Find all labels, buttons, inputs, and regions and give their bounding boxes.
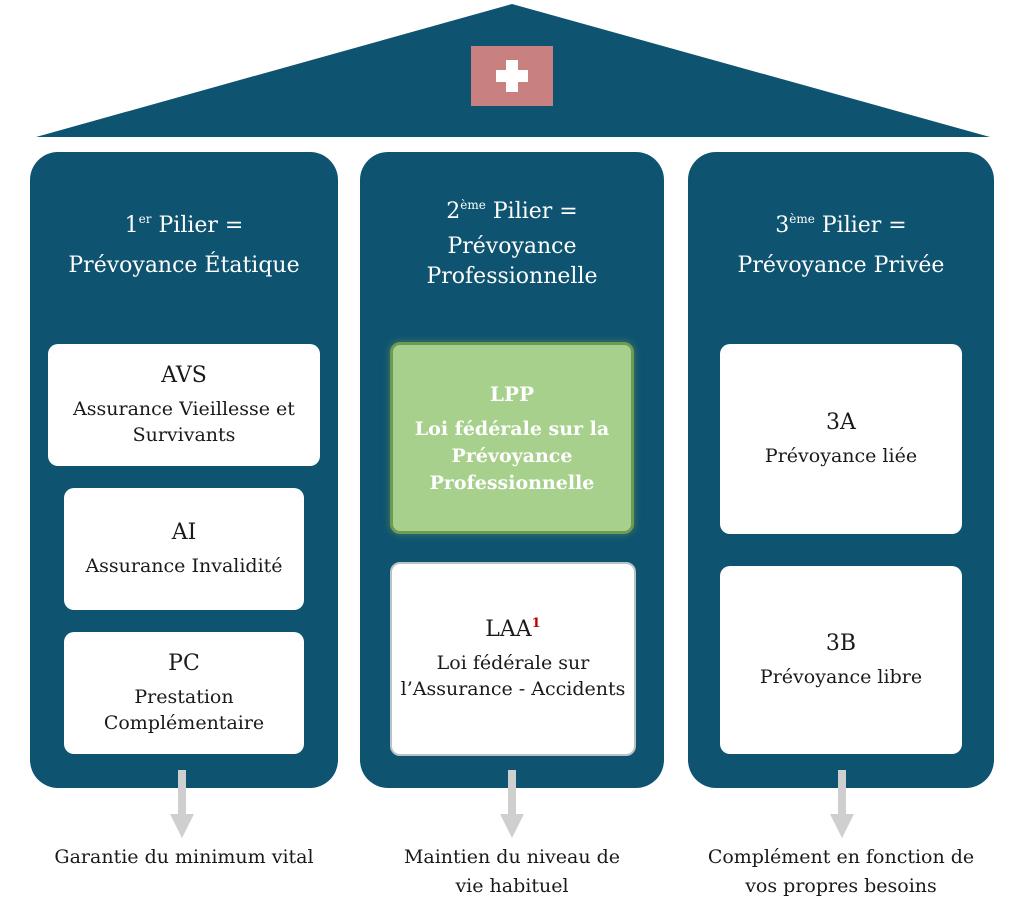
pillar-3: 3ème Pilier = Prévoyance Privée 3A Prévo… — [688, 152, 994, 788]
laa-box: LAA1 Loi fédérale sur l’Assurance - Acci… — [390, 562, 636, 756]
lpp-box: LPP Loi fédérale sur la Prévoyance Profe… — [390, 342, 634, 534]
avs-description: Assurance Vieillesse et Survivants — [73, 398, 295, 446]
pillar-3-subtitle: Prévoyance Privée — [737, 253, 945, 278]
ai-box: AI Assurance Invalidité — [64, 488, 304, 610]
laa-abbr: LAA1 — [485, 616, 541, 642]
arrow-down-icon — [170, 770, 194, 838]
arrow-down-icon — [830, 770, 854, 838]
pillar-1: 1er Pilier = Prévoyance Étatique AVS Ass… — [30, 152, 338, 788]
pillar-2: 2ème Pilier = Prévoyance Professionnelle… — [360, 152, 664, 788]
pillar-3-title: 3ème Pilier = — [775, 212, 907, 238]
ai-abbr: AI — [171, 520, 197, 545]
caption-pillar-2: Maintien du niveau de vie habituel — [403, 846, 621, 897]
pc-description: Prestation Complémentaire — [103, 686, 265, 734]
avs-abbr: AVS — [161, 363, 207, 388]
pillar-2-title: 2ème Pilier = — [446, 198, 578, 224]
3b-abbr: 3B — [825, 631, 857, 656]
pillar-1-title: 1er Pilier = — [124, 212, 244, 238]
3a-abbr: 3A — [826, 410, 856, 435]
arrow-down-icon — [500, 770, 524, 838]
ai-description: Assurance Invalidité — [85, 555, 283, 577]
pillar-1-subtitle: Prévoyance Étatique — [68, 253, 300, 278]
pillar-2-subtitle: Prévoyance Professionnelle — [426, 234, 598, 289]
lpp-abbr: LPP — [489, 381, 535, 406]
pc-box: PC Prestation Complémentaire — [64, 632, 304, 754]
laa-description: Loi fédérale sur l’Assurance - Accidents — [400, 652, 626, 700]
swiss-cross-icon — [471, 46, 553, 106]
3b-description: Prévoyance libre — [759, 666, 923, 688]
3b-box: 3B Prévoyance libre — [720, 566, 962, 754]
caption-pillar-3: Complément en fonction de vos propres be… — [707, 846, 975, 897]
caption-pillar-1: Garantie du minimum vital — [54, 846, 314, 868]
3a-box: 3A Prévoyance liée — [720, 344, 962, 534]
avs-box: AVS Assurance Vieillesse et Survivants — [48, 344, 320, 466]
pc-abbr: PC — [168, 651, 200, 676]
3a-description: Prévoyance liée — [764, 445, 918, 467]
footnote-marker: 1 — [531, 616, 541, 631]
lpp-description: Loi fédérale sur la Prévoyance Professio… — [414, 417, 610, 494]
